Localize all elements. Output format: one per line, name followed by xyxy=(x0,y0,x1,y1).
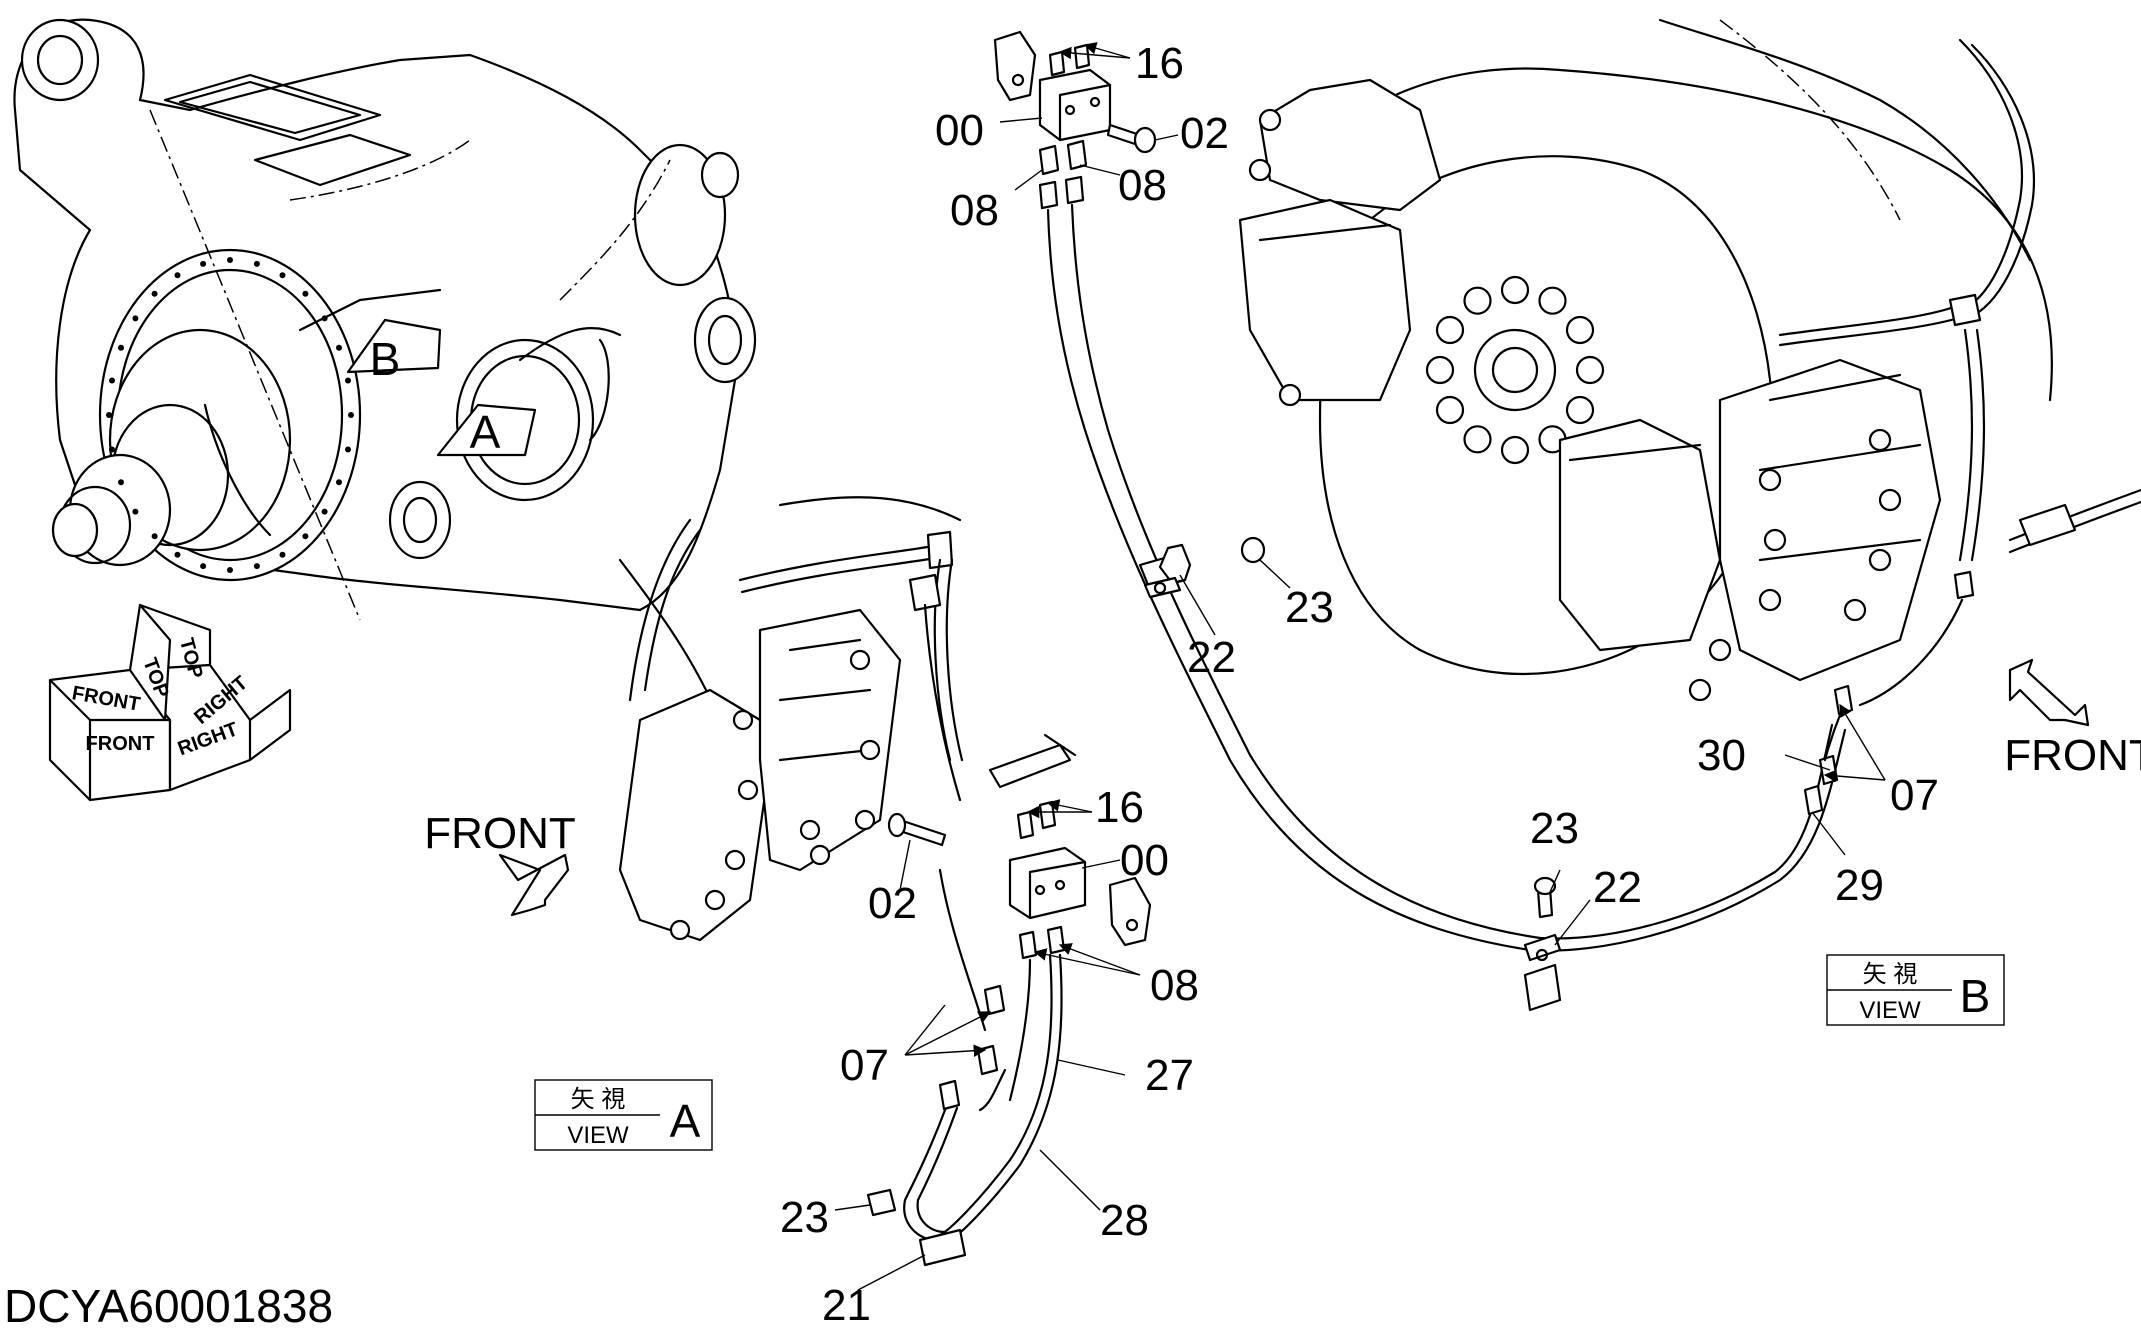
flange-bolt-dot xyxy=(279,272,286,279)
part-22-b: 22 xyxy=(1593,863,1642,912)
view-box-a: 矢 視 VIEW A xyxy=(534,1079,713,1151)
flange-bolt-dot xyxy=(200,563,207,570)
flange-bolt-dot xyxy=(336,344,342,351)
part-00-a: 00 xyxy=(1120,836,1169,885)
view-a-illustration xyxy=(618,496,1152,1267)
part-02-a: 02 xyxy=(868,879,917,928)
front-arrow-b xyxy=(2008,658,2090,727)
view-box-b-kanji: 矢 視 xyxy=(1863,961,1918,988)
leader-lines xyxy=(834,42,1886,1291)
flange-bolt-dot xyxy=(345,446,351,453)
hub-bolt xyxy=(1435,395,1465,425)
part-08-a: 08 xyxy=(1150,961,1199,1010)
flange-bolt-dot xyxy=(106,412,112,418)
part-23-mid: 23 xyxy=(1285,583,1334,632)
long-hose-pair xyxy=(1046,203,1847,952)
part-00-top: 00 xyxy=(935,106,984,155)
front-label-b: FRONT xyxy=(2004,731,2141,780)
hub-bolt xyxy=(1463,425,1492,454)
flange-bolt-dot xyxy=(345,377,351,384)
view-b-illustration xyxy=(1238,18,2141,1012)
hub-bolt xyxy=(1425,355,1455,385)
part-23-a: 23 xyxy=(780,1193,829,1242)
part-29-b: 29 xyxy=(1835,861,1884,910)
drawing-id: DCYA60001838 xyxy=(4,1280,333,1332)
part-28-a: 28 xyxy=(1100,1196,1149,1245)
flange-bolt-dot xyxy=(174,551,181,558)
top-valve-block xyxy=(993,30,1157,210)
flange-bolt-dot xyxy=(151,290,158,297)
hub-bolt xyxy=(1575,355,1605,385)
hub-bolt xyxy=(1500,275,1530,305)
part-number-labels: 16 00 02 08 08 23 22 16 00 02 08 07 27 2… xyxy=(780,39,1939,1330)
flange-bolt-dot xyxy=(132,315,139,322)
view-marker-a-letter: A xyxy=(470,406,501,458)
part-07-b: 07 xyxy=(1890,771,1939,820)
flange-bolt-dot xyxy=(253,260,260,267)
hub-bolt xyxy=(1565,315,1595,345)
flange-bolt-dot xyxy=(279,551,286,558)
part-02-top: 02 xyxy=(1180,109,1229,158)
hub-bolt xyxy=(1565,395,1595,425)
flange-bolt-dot xyxy=(253,563,260,570)
part-30-b: 30 xyxy=(1697,731,1746,780)
flange-bolt-dot xyxy=(151,533,158,540)
view-marker-a: A xyxy=(436,403,537,458)
view-box-b-letter: B xyxy=(1960,970,1991,1022)
orientation-cube: FRONT FRONT TOP TOP RIGHT RIGHT xyxy=(48,603,292,802)
front-arrow-a xyxy=(498,853,570,917)
view-marker-b-letter: B xyxy=(370,333,401,385)
view-box-b-view: VIEW xyxy=(1859,997,1921,1024)
flange-bolt-dot xyxy=(348,412,354,418)
flange-bolt-dot xyxy=(118,479,124,486)
hub-bolt xyxy=(1463,286,1492,315)
flange-bolt-dot xyxy=(132,508,139,515)
view-box-a-view: VIEW xyxy=(567,1122,629,1149)
flange-bolt-dot xyxy=(109,446,115,453)
part-27-a: 27 xyxy=(1145,1051,1194,1100)
part-08-top-right: 08 xyxy=(1118,161,1167,210)
part-08-top-left: 08 xyxy=(950,186,999,235)
part-21-a: 21 xyxy=(822,1281,871,1330)
flange-bolt-dot xyxy=(302,290,309,297)
part-16-top: 16 xyxy=(1135,39,1184,88)
cube-front-label: FRONT xyxy=(86,733,155,755)
front-label-a: FRONT xyxy=(424,809,576,858)
view-box-b: 矢 視 VIEW B xyxy=(1826,954,2005,1026)
flange-bolt-dot xyxy=(109,377,115,384)
view-box-a-kanji: 矢 視 xyxy=(571,1086,626,1113)
part-16-a: 16 xyxy=(1095,783,1144,832)
flange-bolt-dot xyxy=(227,567,233,573)
flange-bolt-dot xyxy=(321,508,328,515)
part-22-mid: 22 xyxy=(1187,633,1236,682)
part-07-a: 07 xyxy=(840,1041,889,1090)
view-box-a-letter: A xyxy=(670,1095,701,1147)
flange-bolt-dot xyxy=(227,257,233,263)
flange-bolt-dot xyxy=(302,533,309,540)
flange-bolt-dot xyxy=(118,344,124,351)
hub-bolt xyxy=(1435,315,1465,345)
flange-bolt-dot xyxy=(200,260,207,267)
part-23-b: 23 xyxy=(1530,804,1579,853)
hub-bolt xyxy=(1500,435,1530,465)
flange-bolt-dot xyxy=(336,479,342,486)
flange-bolt-dot xyxy=(174,272,181,279)
view-marker-b: B xyxy=(346,318,442,385)
hub-bolt xyxy=(1538,286,1567,315)
